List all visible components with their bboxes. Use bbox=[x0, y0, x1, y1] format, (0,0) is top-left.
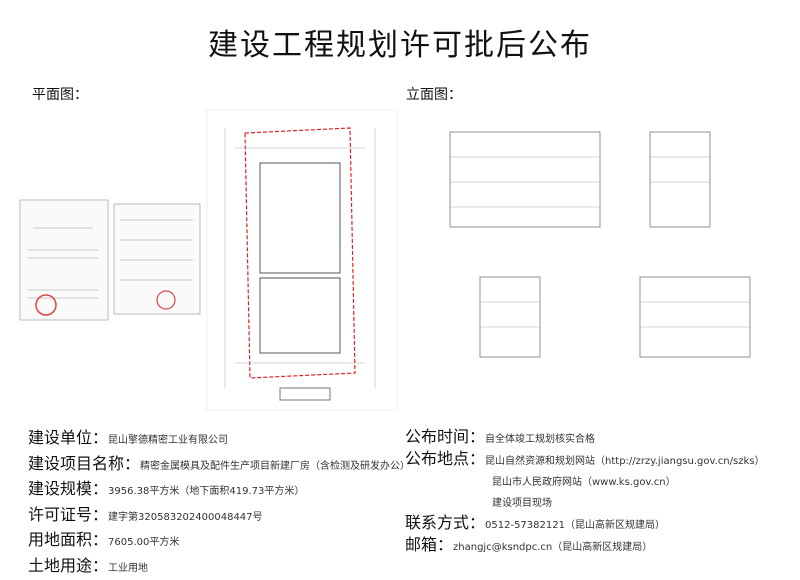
info-row-unit: 建设单位：昆山擎德精密工业有限公司 bbox=[28, 427, 410, 453]
value: 0512-57382121（昆山高新区规建局） bbox=[485, 520, 665, 531]
value: zhangjc@ksndpc.cn（昆山高新区规建局） bbox=[453, 542, 652, 553]
elevation-drawings bbox=[410, 112, 795, 412]
value: 7605.00平方米 bbox=[108, 537, 179, 548]
label: 公布时间： bbox=[405, 427, 485, 446]
label: 联系方式： bbox=[405, 513, 485, 532]
project-info-left: 建设单位：昆山擎德精密工业有限公司 建设项目名称：精密金属模具及配件生产项目新建… bbox=[28, 427, 410, 580]
label: 公布地点： bbox=[405, 449, 485, 468]
info-row-area: 用地面积：7605.00平方米 bbox=[28, 529, 410, 555]
label: 建设规模： bbox=[28, 479, 108, 498]
value: 3956.38平方米（地下面积419.73平方米） bbox=[108, 486, 304, 497]
value: 工业用地 bbox=[108, 563, 148, 574]
publish-place-2: 昆山市人民政府网站（www.ks.gov.cn） bbox=[405, 471, 764, 492]
label: 土地用途： bbox=[28, 556, 108, 575]
site-plan-drawing bbox=[205, 108, 400, 413]
publish-time: 公布时间：自全体竣工规划核实合格 bbox=[405, 427, 764, 449]
info-row-permit: 许可证号：建字第320583202400048447号 bbox=[28, 504, 410, 530]
publish-place-3: 建设项目现场 bbox=[405, 492, 764, 513]
info-row-project: 建设项目名称：精密金属模具及配件生产项目新建厂房（含检测及研发办公） bbox=[28, 453, 410, 479]
project-info-right: 公布时间：自全体竣工规划核实合格 公布地点：昆山自然资源和规划网站（http:/… bbox=[405, 427, 764, 557]
label: 用地面积： bbox=[28, 530, 108, 549]
email: 邮箱：zhangjc@ksndpc.cn（昆山高新区规建局） bbox=[405, 535, 764, 557]
value: 自全体竣工规划核实合格 bbox=[485, 434, 595, 445]
value: 建设项目现场 bbox=[492, 498, 552, 509]
permit-document-image bbox=[18, 190, 203, 330]
label: 邮箱： bbox=[405, 535, 453, 554]
elevation-label: 立面图： bbox=[406, 84, 462, 104]
value: 精密金属模具及配件生产项目新建厂房（含检测及研发办公） bbox=[140, 461, 410, 472]
plan-label: 平面图： bbox=[32, 84, 88, 104]
label: 建设单位： bbox=[28, 428, 108, 447]
info-row-scale: 建设规模：3956.38平方米（地下面积419.73平方米） bbox=[28, 478, 410, 504]
page-title: 建设工程规划许可批后公布 bbox=[0, 20, 800, 64]
info-row-use: 土地用途：工业用地 bbox=[28, 555, 410, 580]
label: 许可证号： bbox=[28, 505, 108, 524]
label: 建设项目名称： bbox=[28, 454, 140, 473]
contact: 联系方式：0512-57382121（昆山高新区规建局） bbox=[405, 513, 764, 535]
value: 昆山自然资源和规划网站（http://zrzy.jiangsu.gov.cn/s… bbox=[485, 456, 764, 467]
value: 昆山市人民政府网站（www.ks.gov.cn） bbox=[492, 477, 676, 488]
value: 建字第320583202400048447号 bbox=[108, 512, 263, 523]
value: 昆山擎德精密工业有限公司 bbox=[108, 435, 228, 446]
publish-place: 公布地点：昆山自然资源和规划网站（http://zrzy.jiangsu.gov… bbox=[405, 449, 764, 471]
